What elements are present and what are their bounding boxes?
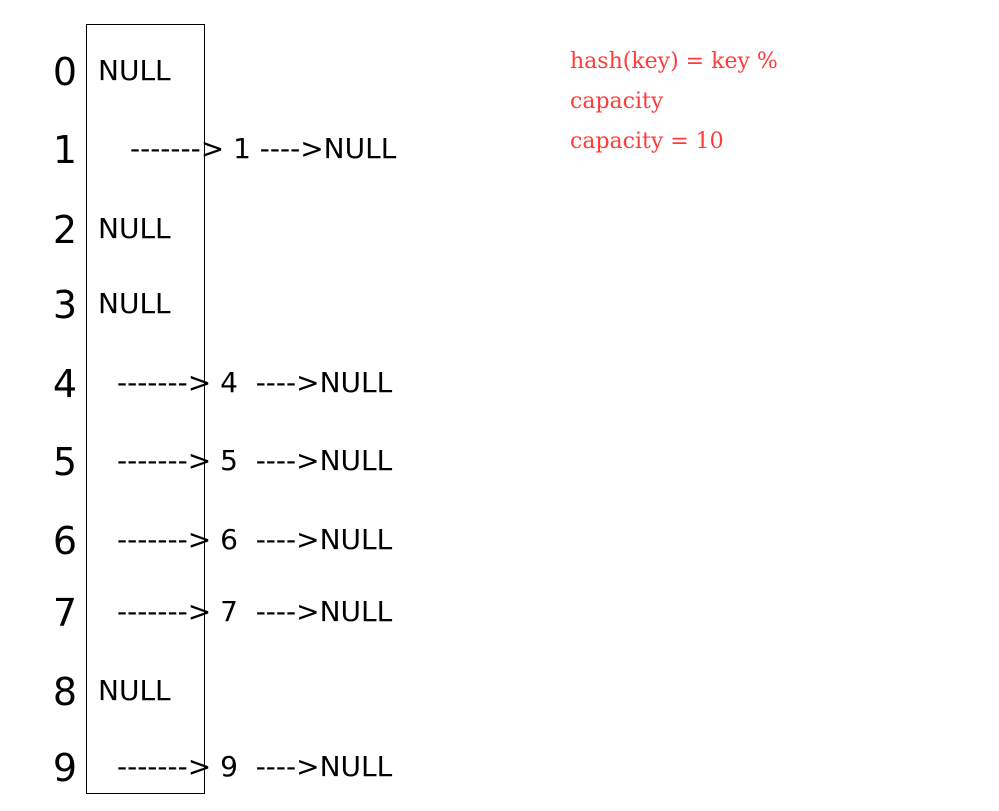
bucket-chain: -------> 7 ---->NULL (117, 595, 393, 628)
formula-line-2: capacity (570, 89, 664, 114)
bucket-index: 8 (52, 670, 78, 714)
bucket-index: 2 (52, 208, 78, 252)
bucket-index: 3 (52, 283, 78, 327)
bucket-index: 1 (52, 128, 78, 172)
bucket-array-box (86, 24, 205, 794)
bucket-index: 5 (52, 440, 78, 484)
bucket-null: NULL (98, 287, 171, 320)
bucket-chain: -------> 1 ---->NULL (130, 132, 397, 165)
bucket-chain: -------> 9 ---->NULL (117, 750, 393, 783)
bucket-chain: -------> 6 ---->NULL (117, 523, 393, 556)
bucket-null: NULL (98, 674, 171, 707)
bucket-index: 9 (52, 746, 78, 790)
bucket-index: 0 (52, 50, 78, 94)
formula-line-1: hash(key) = key % (570, 49, 778, 74)
bucket-index: 7 (52, 591, 78, 635)
formula-line-3: capacity = 10 (570, 129, 724, 154)
bucket-null: NULL (98, 54, 171, 87)
bucket-index: 6 (52, 519, 78, 563)
bucket-chain: -------> 5 ---->NULL (117, 444, 393, 477)
hash-formula: hash(key) = key % capacity capacity = 10 (570, 42, 900, 162)
bucket-chain: -------> 4 ---->NULL (117, 366, 393, 399)
bucket-index: 4 (52, 362, 78, 406)
bucket-null: NULL (98, 212, 171, 245)
